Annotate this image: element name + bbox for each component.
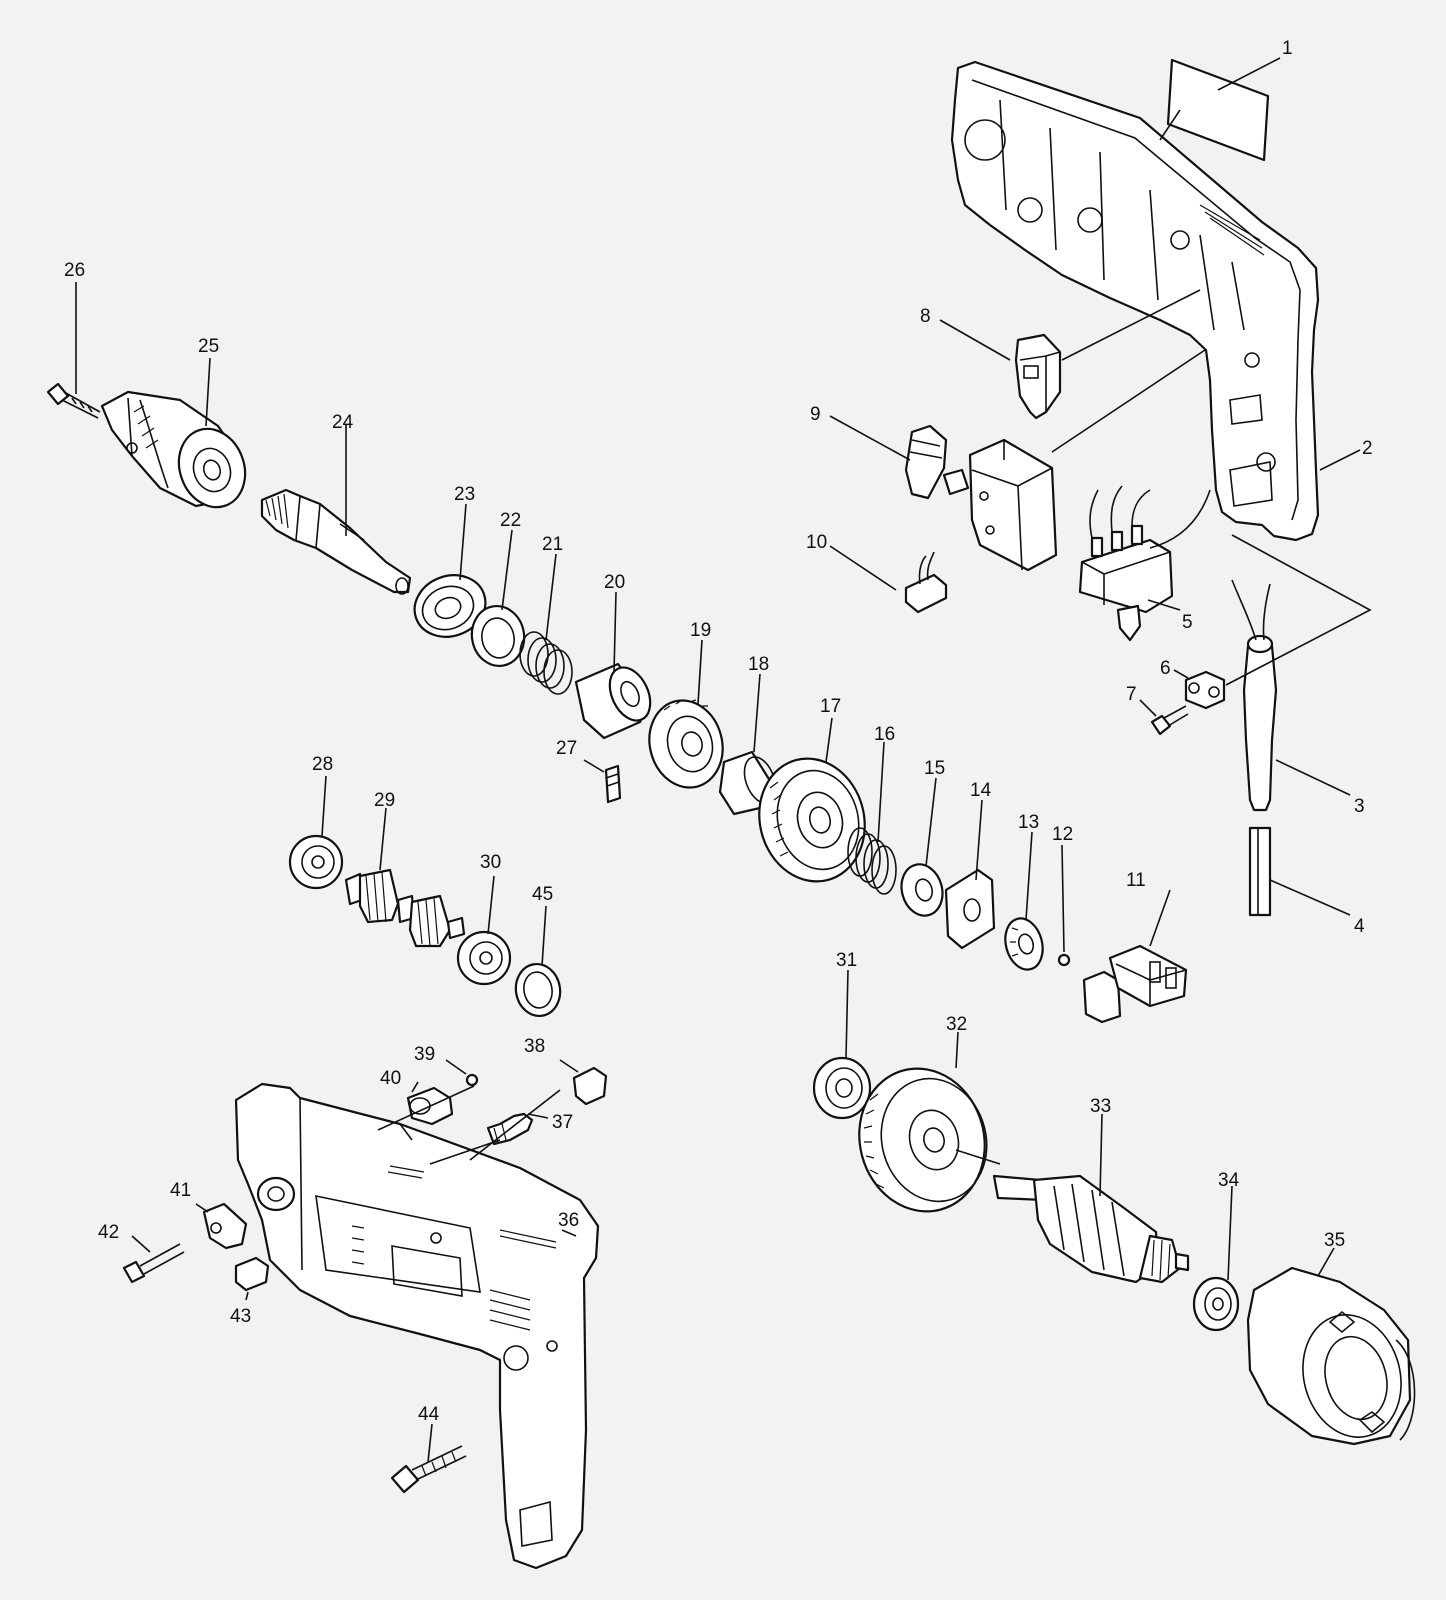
label-4: 4	[1354, 916, 1365, 937]
part-16-spring	[847, 827, 897, 895]
label-35: 35	[1324, 1230, 1345, 1251]
part-31-ball-bearing	[812, 1056, 872, 1120]
part-34-ball-bearing	[1192, 1276, 1240, 1332]
part-4-power-cord	[1248, 826, 1272, 917]
part-3-strain-relief	[1231, 579, 1278, 812]
part-27-pin	[604, 764, 622, 804]
label-25: 25	[198, 336, 219, 357]
part-5-reversing-switch	[1078, 485, 1211, 642]
label-32: 32	[946, 1014, 967, 1035]
part-14-retaining-plate	[944, 868, 996, 950]
label-3: 3	[1354, 796, 1365, 817]
label-43: 43	[230, 1306, 251, 1327]
label-19: 19	[690, 620, 711, 641]
part-6-cord-clamp	[1184, 670, 1226, 710]
label-44: 44	[418, 1404, 440, 1425]
part-30-ball-bearing	[456, 930, 512, 986]
label-24: 24	[332, 412, 354, 433]
part-28-ball-bearing	[288, 834, 344, 890]
part-25-drill-chuck	[100, 390, 247, 509]
part-15-washer	[900, 863, 944, 917]
label-39: 39	[414, 1044, 435, 1065]
label-14: 14	[970, 780, 992, 801]
part-36-motor-housing	[234, 1082, 600, 1570]
label-31: 31	[836, 950, 857, 971]
label-5: 5	[1182, 612, 1193, 633]
label-20: 20	[604, 572, 625, 593]
part-39-ball	[465, 1073, 479, 1087]
label-6: 6	[1160, 658, 1171, 679]
part-45-ring	[514, 963, 562, 1017]
part-41-side-grip-cap	[202, 1202, 248, 1250]
label-40: 40	[380, 1068, 401, 1089]
label-16: 16	[874, 724, 895, 745]
label-2: 2	[1362, 438, 1373, 459]
label-21: 21	[542, 534, 563, 555]
part-42-screw	[122, 1243, 185, 1284]
label-27: 27	[556, 738, 577, 759]
part-24-spindle	[260, 488, 412, 595]
label-17: 17	[820, 696, 841, 717]
part-26-chuck-key	[46, 382, 101, 419]
part-13-needle-bearing	[1004, 917, 1044, 971]
label-30: 30	[480, 852, 501, 873]
label-12: 12	[1052, 824, 1073, 845]
part-20-sleeve	[574, 662, 652, 740]
part-10-capacitor	[904, 551, 948, 614]
part-29-pinion-shaft	[344, 868, 466, 948]
label-11: 11	[1126, 870, 1146, 891]
part-32-fan	[858, 1067, 988, 1213]
part-12-steel-ball	[1057, 953, 1071, 967]
part-19-clutch-gear	[648, 699, 724, 789]
name-plate	[1166, 58, 1270, 162]
label-41: 41	[170, 1180, 191, 1201]
label-42: 42	[98, 1222, 119, 1243]
label-9: 9	[810, 404, 821, 425]
part-number-labels: 1 2 3 4 5 6 7 8 9 10 11 12 13 14 15 16 1…	[64, 38, 1373, 1425]
label-28: 28	[312, 754, 333, 775]
label-10: 10	[806, 532, 827, 553]
label-23: 23	[454, 484, 475, 505]
label-45: 45	[532, 884, 553, 905]
label-37: 37	[552, 1112, 573, 1133]
label-38: 38	[524, 1036, 545, 1057]
label-29: 29	[374, 790, 395, 811]
label-1: 1	[1282, 38, 1293, 59]
label-7: 7	[1126, 684, 1137, 705]
leader-lines	[75, 57, 1372, 1463]
part-7-screw	[1150, 705, 1189, 736]
label-33: 33	[1090, 1096, 1111, 1117]
label-8: 8	[920, 306, 931, 327]
part-43-lock-button	[234, 1256, 270, 1292]
label-22: 22	[500, 510, 521, 531]
part-17-spiral-gear	[758, 757, 866, 883]
part-22-ring	[470, 605, 526, 667]
label-26: 26	[64, 260, 85, 281]
label-13: 13	[1018, 812, 1039, 833]
part-23-ball-bearing	[413, 574, 487, 638]
label-36: 36	[558, 1210, 579, 1231]
part-35-field-stator	[1246, 1266, 1416, 1446]
housing-right-half	[950, 60, 1320, 542]
part-8-switch-lever	[1014, 333, 1062, 420]
part-9-trigger-switch	[904, 424, 1058, 572]
part-11-brush-holder	[1082, 944, 1188, 1024]
part-21-spring	[519, 631, 573, 695]
label-15: 15	[924, 758, 945, 779]
label-18: 18	[748, 654, 769, 675]
part-33-armature	[955, 1149, 1190, 1284]
part-44-screw	[390, 1445, 467, 1494]
part-38-brush-cap	[572, 1066, 608, 1106]
label-34: 34	[1218, 1170, 1240, 1191]
